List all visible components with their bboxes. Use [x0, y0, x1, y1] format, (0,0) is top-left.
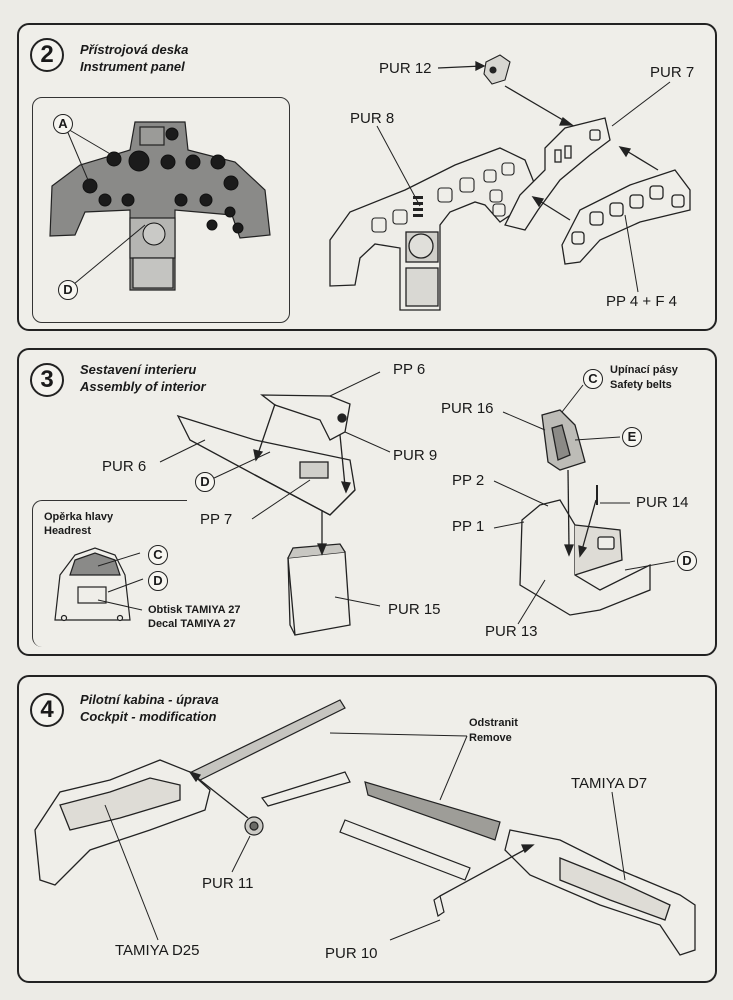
- step-3-leaders: [97, 371, 676, 625]
- callout-e: E: [622, 427, 642, 447]
- label-pur10: PUR 10: [325, 945, 378, 962]
- headrest-callout-d: D: [148, 571, 168, 591]
- label-remove-en: Remove: [469, 732, 512, 744]
- label-pur12: PUR 12: [379, 60, 432, 77]
- pur8-panel: [329, 147, 536, 311]
- step-2-leaders: [376, 81, 671, 293]
- headrest-drawing: [54, 547, 131, 622]
- pur11-part: [244, 816, 264, 836]
- pur6-floor: [176, 414, 356, 516]
- label-pp6: PP 6: [393, 361, 426, 378]
- tamiya-d25-wall: [34, 759, 211, 886]
- pur7-part: [504, 117, 611, 231]
- pur10-part: [433, 895, 445, 917]
- step-4-arrows: [188, 770, 535, 897]
- step-3-arrows: [253, 403, 597, 558]
- inset-gauges: [82, 127, 244, 246]
- step-3-title-cz: Sestavení interieru: [80, 362, 197, 377]
- label-pur15: PUR 15: [388, 601, 441, 618]
- step-4-number: 4: [30, 693, 64, 727]
- step-4-title-cz: Pilotní kabina - úprava: [80, 692, 219, 707]
- headrest-title-cz: Opěrka hlavy: [44, 511, 114, 523]
- label-tamiya-d25: TAMIYA D25: [115, 942, 200, 959]
- step-2-title-en: Instrument panel: [80, 59, 185, 74]
- pp4-part: [561, 169, 691, 265]
- label-pp1: PP 1: [452, 518, 485, 535]
- label-pur16: PUR 16: [441, 400, 494, 417]
- label-pur6: PUR 6: [102, 458, 147, 475]
- step-3-number: 3: [30, 363, 64, 397]
- label-pur11: PUR 11: [202, 875, 254, 892]
- label-tamiya-d7: TAMIYA D7: [571, 775, 648, 792]
- label-pur14: PUR 14: [636, 494, 689, 511]
- pur13-assembly: [519, 499, 651, 616]
- label-pur13: PUR 13: [485, 623, 538, 640]
- pur12-part: [483, 54, 511, 85]
- label-pp4-f4: PP 4 + F 4: [606, 293, 678, 310]
- label-pp2: PP 2: [452, 472, 485, 489]
- removed-parts: [174, 699, 501, 881]
- step-2-number: 2: [30, 38, 64, 72]
- pp6-frame: [260, 394, 351, 441]
- callout-c-belts: C: [583, 369, 603, 389]
- label-pur7: PUR 7: [650, 64, 695, 81]
- label-remove-cz: Odstranit: [469, 717, 518, 729]
- label-belts-en: Safety belts: [610, 379, 672, 391]
- pur8-gauges: [371, 162, 515, 233]
- step-3-title-en: Assembly of interior: [80, 379, 206, 394]
- headrest-title-en: Headrest: [44, 525, 92, 537]
- callout-a: A: [53, 114, 73, 134]
- pur15-box: [287, 543, 351, 636]
- label-pur8: PUR 8: [350, 110, 395, 127]
- callout-d-step2: D: [58, 280, 78, 300]
- headrest-callout-c: C: [148, 545, 168, 565]
- step-2-arrows: [437, 60, 659, 221]
- label-pur9: PUR 9: [393, 447, 438, 464]
- decal-label-cz: Obtisk TAMIYA 27: [148, 604, 241, 616]
- inset-leader-lines: [65, 127, 146, 285]
- step-4-leaders: [104, 732, 626, 941]
- step-2-title-cz: Přístrojová deska: [80, 42, 189, 57]
- callout-d-floor: D: [195, 472, 215, 492]
- label-belts-cz: Upínací pásy: [610, 364, 678, 376]
- pur8-switches: [413, 196, 423, 217]
- pur16-seat: [541, 409, 586, 471]
- label-pp7: PP 7: [200, 511, 233, 528]
- step-4-title-en: Cockpit - modification: [80, 709, 217, 724]
- callout-d-seat: D: [677, 551, 697, 571]
- tamiya-d7-wall: [504, 829, 696, 956]
- decal-label-en: Decal TAMIYA 27: [148, 618, 236, 630]
